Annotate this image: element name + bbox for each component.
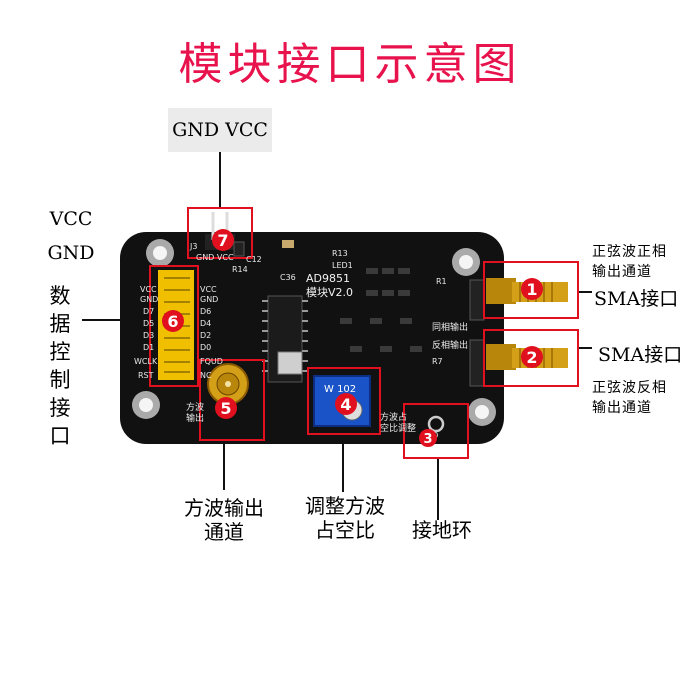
left-vcc-label: VCC — [49, 208, 93, 230]
ground-ring — [427, 415, 445, 433]
pin-label-rst: RST — [138, 371, 154, 380]
pin-label-d5: D5 — [143, 319, 154, 328]
bottom-duty-label: 调整方波 占空比 — [290, 494, 400, 542]
marker-3: 3 — [423, 432, 432, 447]
frame-5 — [199, 359, 265, 441]
pcb-r1: R1 — [436, 277, 447, 286]
pcb-j3: J3 — [189, 242, 197, 251]
right-bottom-desc-line: 正弦波反相 — [592, 380, 667, 396]
left-data-port-char: 据 — [49, 312, 71, 336]
pcb-gnd-vcc: GND VCC — [196, 253, 234, 262]
pcb-r14: R14 — [232, 265, 248, 274]
pin-label-gnd2: GND — [200, 295, 218, 304]
left-data-port-char: 接 — [49, 396, 71, 420]
marker-4: 4 — [340, 395, 351, 414]
pcb-square-out-2: 输出 — [186, 412, 204, 424]
right-top-desc-line: 输出通道 — [592, 264, 652, 280]
mounting-holes — [132, 239, 496, 426]
right-top-desc-line: 正弦波正相 — [592, 244, 667, 260]
pin-label-wclk: WCLK — [134, 357, 158, 366]
pin-label-nc: NC — [200, 371, 212, 380]
pin-label-d6: D6 — [200, 307, 211, 316]
right-sma-top-label: SMA接口 — [594, 288, 679, 310]
left-data-port-label: 数 据 控 制 接 口 — [44, 282, 76, 450]
frame-1 — [483, 261, 579, 319]
marker-7: 7 — [217, 231, 228, 250]
pin-label-d7: D7 — [143, 307, 154, 316]
page-title: 模块接口示意图 — [178, 39, 522, 90]
left-gnd-label: GND — [47, 242, 95, 264]
left-data-port-char: 数 — [49, 284, 71, 308]
bottom-square-out-label: 方波输出 通道 — [164, 496, 284, 544]
right-bottom-desc: 正弦波反相 输出通道 — [592, 378, 667, 418]
right-bottom-desc-line: 输出通道 — [592, 400, 652, 416]
pin-label-gnd: GND — [140, 295, 158, 304]
bottom-square-out-line: 通道 — [204, 520, 244, 544]
header-gnd-vcc-label: GND VCC — [168, 108, 272, 152]
pin-label-d2: D2 — [200, 331, 211, 340]
left-data-port-char: 控 — [49, 340, 71, 364]
left-data-port-char: 口 — [49, 424, 71, 448]
bottom-duty-line: 占空比 — [315, 518, 375, 542]
pcb-led1: LED1 — [332, 261, 353, 270]
pcb-module-name: AD9851 — [306, 272, 350, 285]
pcb-c36: C36 — [280, 273, 296, 282]
markers — [162, 229, 543, 447]
pcb-r13: R13 — [332, 249, 348, 258]
pcb-r7: R7 — [432, 357, 443, 366]
pin-label-vcc: VCC — [140, 285, 157, 294]
left-data-port-char: 制 — [49, 368, 71, 392]
pcb-c12: C12 — [246, 255, 262, 264]
pcb-module-version: 模块V2.0 — [306, 286, 353, 299]
frame-2 — [483, 329, 579, 387]
right-top-desc: 正弦波正相 输出通道 — [592, 242, 667, 282]
pcb-duty-2: 空比调整 — [380, 422, 416, 434]
frame-3 — [403, 403, 469, 459]
pin-label-d0: D0 — [200, 343, 211, 352]
frame-7 — [187, 207, 253, 259]
pcb-anti-phase: 反相输出 — [432, 339, 468, 351]
frame-4 — [307, 367, 381, 435]
bottom-duty-line: 调整方波 — [305, 494, 385, 518]
pcb-in-phase: 同相输出 — [432, 321, 468, 333]
frame-6 — [149, 265, 199, 387]
pin-label-d1: D1 — [143, 343, 154, 352]
right-sma-bottom-label: SMA接口 — [598, 344, 683, 366]
pin-label-d3: D3 — [143, 331, 154, 340]
marker-1: 1 — [526, 280, 537, 299]
bottom-ground-label: 接地环 — [412, 518, 472, 542]
pcb-duty-1: 方波占 — [380, 411, 407, 423]
trimmer-value: W 102 — [324, 384, 356, 395]
pin-label-fqud: FQUD — [200, 357, 223, 366]
marker-2: 2 — [526, 348, 537, 367]
sma-connector-square — [207, 363, 249, 405]
pin-label-d4: D4 — [200, 319, 211, 328]
pin-label-vcc2: VCC — [200, 285, 217, 294]
bottom-square-out-line: 方波输出 — [184, 496, 264, 520]
pcb-square-out-1: 方波 — [186, 401, 204, 413]
marker-6: 6 — [167, 312, 178, 331]
crystal-oscillator — [277, 351, 303, 375]
marker-5: 5 — [220, 399, 231, 418]
